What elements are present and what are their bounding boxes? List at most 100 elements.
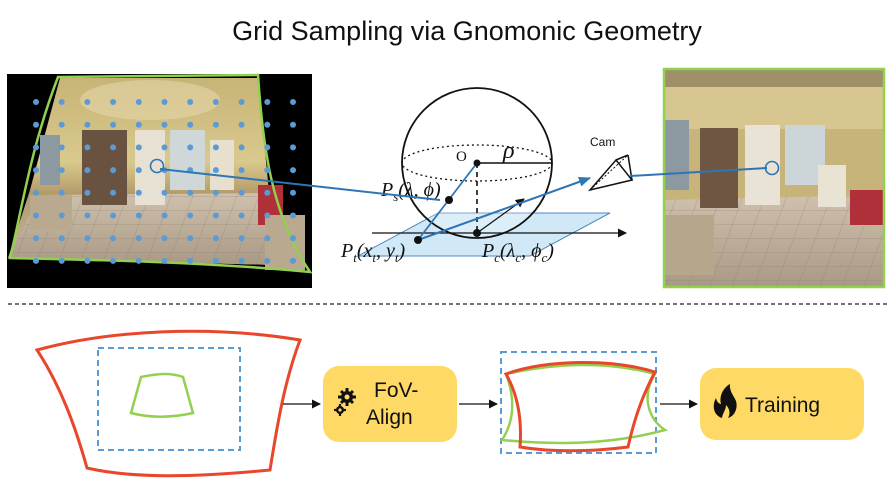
connector-left [159,168,441,201]
radius-label: ρ [502,138,515,164]
grid-dot [33,144,39,151]
page-title: Grid Sampling via Gnomonic Geometry [232,16,702,46]
grid-dot [110,257,117,264]
grid-dot [135,257,142,264]
grid-dot [110,167,117,174]
training-label: Training [745,394,820,417]
pc-label: Pc(λc, ϕc) [481,240,554,265]
aligned-green-outline [499,363,668,445]
grid-dot [238,212,245,219]
grid-dot [135,189,142,196]
grid-dot [84,99,91,105]
grid-dot [135,212,142,219]
grid-dot [238,257,245,264]
grid-dot [238,144,245,151]
grid-dot [84,167,91,174]
grid-dot [161,257,168,264]
grid-dot [238,167,245,174]
grid-dot [33,212,39,219]
grid-dot [58,167,65,174]
connector-right [629,167,768,177]
grid-dot [33,167,39,174]
pt-label: Pt(xt, yt) [340,240,406,265]
grid-dot [187,144,194,151]
grid-dot [33,235,39,242]
fov-align-button[interactable]: FoV- Align [323,366,457,442]
aligned-fov-box [500,351,657,454]
grid-dot [135,99,142,105]
grid-dot [58,189,65,196]
grid-dot [264,257,271,264]
grid-dot [161,212,168,219]
grid-dot [135,144,142,151]
grid-dot [264,121,271,128]
grid-dot [290,257,296,264]
green-warp-frame [8,73,313,274]
grid-dot [110,144,117,151]
grid-dot [110,235,117,242]
grid-dot [264,212,271,219]
training-button[interactable]: Training [700,368,864,440]
grid-dot [58,212,65,219]
grid-dot [290,235,296,242]
grid-dot [135,235,142,242]
grid-dot [238,189,245,196]
grid-dot [58,99,65,105]
camera-label: Cam [590,135,615,149]
flame-icon [713,384,737,418]
camera-icon [587,154,634,192]
grid-dot [84,257,91,264]
grid-dot [58,121,65,128]
grid-dot [238,121,245,128]
center-point [473,159,481,167]
grid-dot [264,99,271,105]
grid-dot [161,121,168,128]
grid-dot [187,212,194,219]
grid-dot [264,235,271,242]
grid-dot [187,99,194,105]
grid-dot [290,167,296,174]
point-ps [445,196,453,204]
point-pc [473,229,481,237]
distorted-fov-outline [34,329,303,478]
grid-dot [212,212,219,219]
grid-dot [58,144,65,151]
grid-dot [110,99,117,105]
grid-dot [212,121,219,128]
grid-dot [187,189,194,196]
grid-dot [58,235,65,242]
grid-dot [264,167,271,174]
grid-dot [110,121,117,128]
target-fov-box [97,347,241,451]
grid-dot [84,121,91,128]
grid-dot [238,235,245,242]
grid-dot [84,235,91,242]
grid-dot [290,99,296,105]
grid-dot [212,99,219,105]
grid-dot [135,121,142,128]
grid-dot [33,121,39,128]
gears-icon [334,388,356,416]
small-fov-outline [129,372,195,418]
grid-dot [187,121,194,128]
grid-dot [290,121,296,128]
grid-dot [212,189,219,196]
pipeline: FoV- Align Training [34,329,864,478]
grid-dot [212,235,219,242]
perspective-frame [662,67,886,289]
grid-dot [161,189,168,196]
gnomonic-geometry: O ρ Ps(λ, ϕ) Pt(xt, yt) Pc(λc, ϕc) Cam [340,87,634,265]
grid-dot [33,189,39,196]
grid-dot [264,189,271,196]
fov-align-label-line1: FoV- [374,379,418,402]
grid-dot [84,189,91,196]
perspective-image [662,67,886,289]
grid-dot [110,212,117,219]
grid-dot [161,144,168,151]
ray-to-camera [417,177,591,241]
tangent-plane [357,212,611,257]
sample-point-marker-left [149,158,165,174]
ps-label: Ps(λ, ϕ) [380,179,441,204]
grid-dot [58,257,65,264]
